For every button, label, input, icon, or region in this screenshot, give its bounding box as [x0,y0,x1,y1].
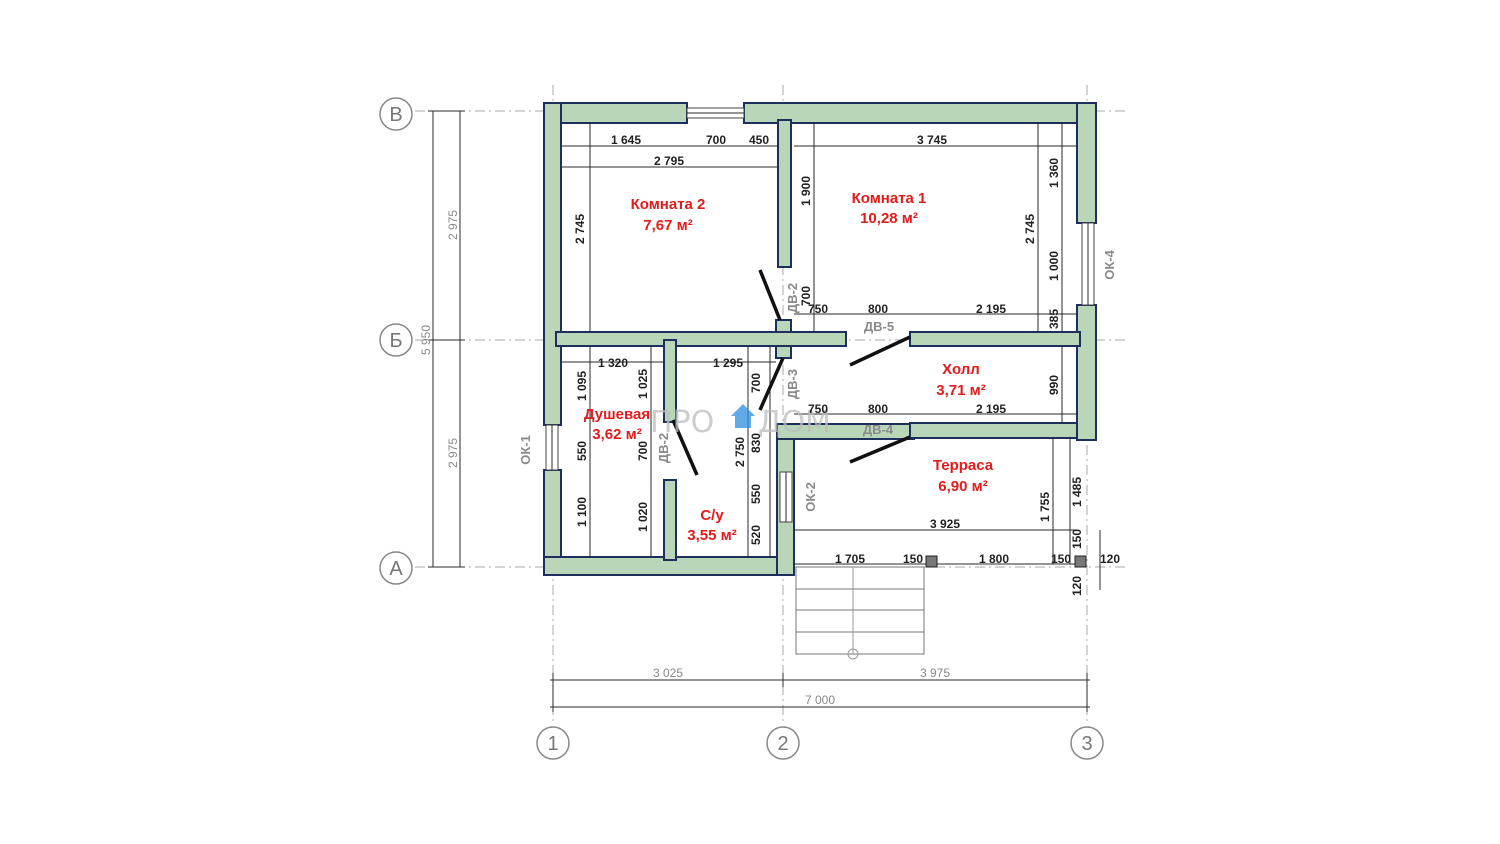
entrance-stairs [795,566,925,660]
hall-area: 3,71 м² [936,382,985,399]
logo-text-left: ПРО [650,405,714,440]
dim-label: 150 [903,552,923,566]
dim-label: 150 [1051,552,1071,566]
dim-label: 2 795 [654,154,684,168]
dim-label: 700 [706,133,726,147]
dim-label: 385 [1047,309,1061,329]
dim-label: 2 750 [733,437,747,467]
dim-label: 1 320 [598,356,628,370]
dim-label: 1 020 [636,502,650,532]
dim-label: 550 [575,441,589,461]
dim-label: 700 [636,441,650,461]
hall-name: Холл [942,361,980,378]
axis-label-v: В [389,104,402,126]
room2-area: 7,67 м² [643,217,692,234]
wc-name: С/у [700,507,724,524]
dim-label: 2 195 [976,402,1006,416]
dim-label: 1 025 [636,369,650,399]
tag-dv4: ДВ-4 [863,422,894,437]
dim-label: 800 [868,302,888,316]
tag-dv2-top: ДВ-2 [785,283,800,313]
dim-label: 120 [1070,576,1084,596]
terrace-name: Терраса [933,457,994,474]
interior-dimension-lines [561,123,1101,590]
pro-dom-logo: ПРО ДОМ [650,404,831,440]
dim-label: 1 100 [575,497,589,527]
dim-label: 990 [1047,375,1061,395]
dim-label: 550 [749,484,763,504]
dim-label: 1 755 [1038,492,1052,522]
terrace-area: 6,90 м² [938,478,987,495]
door-swings [671,269,911,476]
tag-dv3: ДВ-3 [785,369,800,399]
axis-markers: В Б А 1 2 3 [379,97,1104,760]
tag-ok1: ОК-1 [518,435,533,465]
room2-name: Комната 2 [631,196,706,213]
dim-label: 1 485 [1070,477,1084,507]
dim-label: 7 000 [805,693,835,707]
wc-area: 3,55 м² [687,527,736,544]
axis-label-a: А [389,558,403,580]
dim-label: 1 705 [835,552,865,566]
dim-label: 1 800 [979,552,1009,566]
dim-label: 1 295 [713,356,743,370]
dim-label: 1 360 [1047,158,1061,188]
dim-label: 1 095 [575,371,589,401]
dim-label: 3 975 [920,666,950,680]
dim-label: 800 [868,402,888,416]
axis-label-3: 3 [1081,733,1092,755]
shower-area: 3,62 м² [592,426,641,443]
room1-area: 10,28 м² [860,210,918,227]
vertical-dimension-labels: 2 745 1 900 700 2 745 1 360 1 000 385 1 … [419,158,1084,596]
dim-label: 150 [1070,529,1084,549]
shower-name: Душевая [584,406,650,423]
dim-label: 2 195 [976,302,1006,316]
dim-label: 3 745 [917,133,947,147]
tag-ok4: ОК-4 [1102,249,1117,279]
room-labels: Комната 2 7,67 м² Комната 1 10,28 м² Хол… [584,190,994,544]
dim-label: 5 950 [419,325,433,355]
dim-label: 830 [749,433,763,453]
dim-label: 1 645 [611,133,641,147]
dim-label: 2 745 [573,214,587,244]
terrace-post [1074,555,1087,568]
dim-label: 2 975 [446,438,460,468]
walls [543,102,1097,576]
dim-label: 2 745 [1023,214,1037,244]
dim-label: 700 [799,286,813,306]
dim-label: 120 [1100,552,1120,566]
dim-label: 3 925 [930,517,960,531]
tag-ok2: ОК-2 [803,482,818,512]
tag-dv2-bottom: ДВ-2 [656,433,671,463]
dim-label: 1 000 [1047,251,1061,281]
logo-text-right: ДОМ [758,405,831,440]
axis-label-2: 2 [777,733,788,755]
room1-name: Комната 1 [852,190,927,207]
dimension-labels: 1 645 700 450 3 745 2 795 750 800 2 195 … [598,133,1120,707]
dim-label: 1 900 [799,176,813,206]
dim-label: 2 975 [446,210,460,240]
axis-label-b: Б [389,330,402,352]
terrace-post [925,555,938,568]
dim-label: 450 [749,133,769,147]
bottom-dimension-lines [550,673,1090,712]
dim-label: 750 [808,302,828,316]
element-tags: ОК-1 ОК-2 ОК-4 ДВ-2 ДВ-3 ДВ-2 ДВ-5 ДВ-4 [518,249,1117,511]
dim-label: 3 025 [653,666,683,680]
tag-dv5: ДВ-5 [864,319,894,334]
left-dimension-lines [428,110,465,568]
dim-label: 750 [808,402,828,416]
dim-label: 700 [749,373,763,393]
axis-label-1: 1 [547,733,558,755]
dim-label: 520 [749,525,763,545]
house-icon [731,404,755,428]
